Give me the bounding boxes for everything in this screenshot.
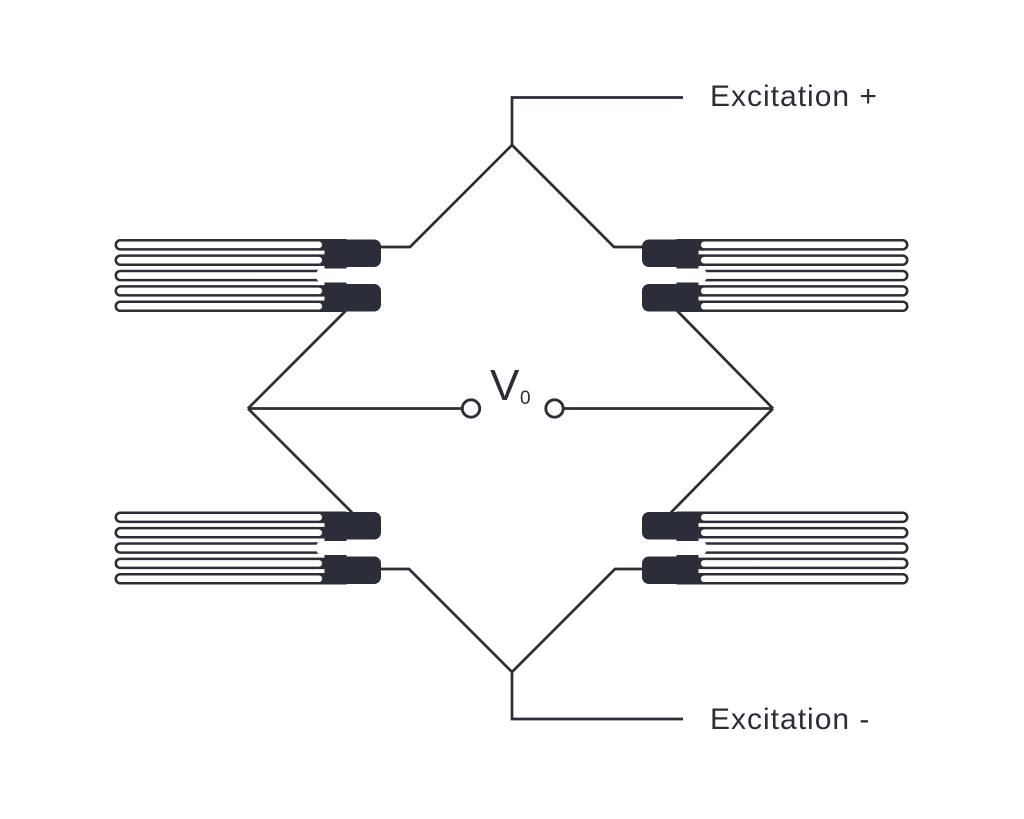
strain-gauge-top-left-icon [114, 239, 381, 313]
wire-arm-bottom-to-right-gauge [511, 567, 648, 673]
wire-arm-left-to-lower-gauge [247, 407, 353, 514]
strain-gauge-bottom-left-icon [114, 511, 381, 585]
wire-arm-left-to-upper-gauge [247, 303, 353, 410]
output-terminal-left-icon [460, 398, 482, 419]
excitation-negative-label: Excitation - [710, 703, 870, 736]
wire-arm-top-to-left-gauge [375, 144, 513, 249]
output-voltage-subscript: 0 [520, 388, 531, 409]
wire-arm-top-to-right-gauge [511, 144, 650, 249]
output-terminal-right-icon [544, 398, 565, 419]
wire-arm-bottom-to-left-gauge [376, 567, 513, 673]
strain-gauge-top-right-icon [642, 239, 909, 313]
output-voltage-label: V [490, 361, 520, 410]
strain-gauge-bottom-right-icon [642, 511, 909, 585]
wire-arm-right-to-upper-gauge [670, 303, 774, 410]
bridge-wires [247, 96, 774, 721]
wire-excitation-positive [510, 96, 683, 145]
wire-arm-right-to-lower-gauge [670, 407, 774, 514]
excitation-positive-label: Excitation + [710, 80, 878, 113]
wire-excitation-negative [510, 672, 683, 721]
